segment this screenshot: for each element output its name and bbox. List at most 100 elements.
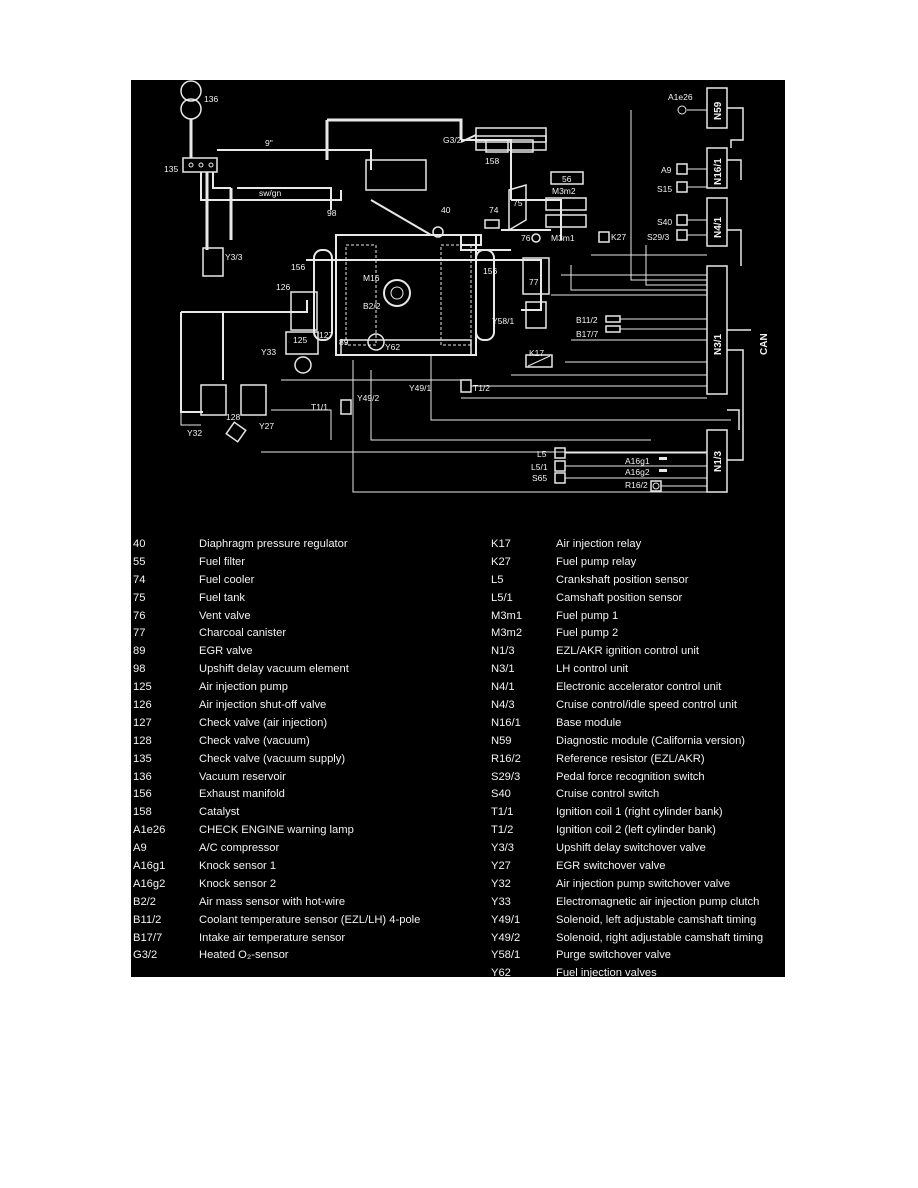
legend-code: N4/3 [491, 699, 515, 712]
label-136: 136 [204, 94, 218, 104]
label-y62: Y62 [385, 342, 400, 352]
legend-description: Upshift delay vacuum element [199, 663, 349, 676]
legend-code: 98 [133, 663, 146, 676]
legend-description: Check valve (vacuum) [199, 734, 310, 747]
vacuum-reservoir-136 [180, 80, 202, 158]
legend-code: 128 [133, 734, 152, 747]
legend-code: B2/2 [133, 895, 157, 908]
label-n41: N4/1 [713, 216, 724, 238]
legend-code: M3m2 [491, 627, 523, 640]
legend-description: Intake air temperature sensor [199, 931, 346, 944]
legend-description: Air injection pump [199, 681, 288, 694]
label-135: 135 [164, 164, 178, 174]
label-56: 56 [562, 174, 572, 184]
legend-code: 126 [133, 699, 152, 712]
legend-code: 158 [133, 806, 152, 819]
label-y33a: Y3/3 [225, 252, 243, 262]
label-76: 76 [521, 233, 531, 243]
label-n31: N3/1 [713, 333, 724, 355]
legend-description: CHECK ENGINE warning lamp [199, 824, 354, 837]
label-l51: L5/1 [531, 462, 548, 472]
legend-code: 76 [133, 609, 146, 622]
label-n59: N59 [713, 101, 724, 120]
legend-description: Fuel pump relay [556, 555, 637, 568]
legend-description: Fuel injection valves [556, 967, 657, 980]
label-can: CAN [759, 333, 770, 355]
label-g32: G3/2 [443, 135, 462, 145]
legend-description: Ignition coil 1 (right cylinder bank) [556, 806, 723, 819]
legend-description: Solenoid, left adjustable camshaft timin… [556, 913, 757, 926]
label-b177: B17/7 [576, 329, 598, 339]
legend-row: 128 Check valve (vacuum) [133, 733, 473, 751]
legend-description: Diagnostic module (California version) [556, 734, 746, 747]
label-s293: S29/3 [647, 232, 669, 242]
label-a16g2: A16g2 [625, 467, 650, 477]
label-156b: 156 [483, 266, 497, 276]
legend-description: Air mass sensor with hot-wire [199, 895, 346, 908]
legend-code: N16/1 [491, 716, 521, 729]
label-s40: S40 [657, 217, 672, 227]
check-valve-135 [182, 157, 218, 173]
vacuum-hoses [180, 118, 562, 413]
legend-code: T1/1 [491, 806, 514, 819]
legend-code: 55 [133, 555, 146, 568]
label-t12: T1/2 [473, 383, 490, 393]
label-9: 9" [265, 138, 273, 148]
legend-description: Camshaft position sensor [556, 591, 683, 604]
label-t11: T1/1 [311, 402, 328, 412]
legend-description: Solenoid, right adjustable camshaft timi… [556, 931, 764, 944]
legend-code: 40 [133, 538, 146, 550]
legend-code: A16g2 [133, 877, 166, 890]
legend-code: B11/2 [133, 913, 162, 926]
legend-description: EGR switchover valve [556, 860, 666, 873]
label-m3m1: M3m1 [551, 233, 575, 243]
legend-code: S29/3 [491, 770, 521, 783]
legend-code: 135 [133, 752, 152, 765]
label-125: 125 [293, 335, 307, 345]
legend-description: Air injection shut-off valve [199, 699, 327, 712]
legend-code: 74 [133, 573, 146, 586]
legend-code: Y33 [491, 895, 511, 908]
legend-description: Vacuum reservoir [199, 770, 286, 783]
legend-code: A16g1 [133, 860, 166, 873]
legend-description: Reference resistor (EZL/AKR) [556, 752, 705, 765]
legend-description: Cruise control switch [556, 788, 660, 801]
diagram-labels: 136 135 9" sw/gn 98 G3/2 158 A1e26 N59 5… [164, 92, 770, 490]
legend-description: Upshift delay switchover valve [556, 842, 706, 855]
legend-code: Y3/3 [491, 842, 515, 855]
legend-code: R16/2 [491, 752, 521, 765]
label-a9: A9 [661, 165, 672, 175]
label-m3m2: M3m2 [552, 186, 576, 196]
legend-code: B17/7 [133, 931, 163, 944]
label-y491: Y49/1 [409, 383, 431, 393]
label-126: 126 [276, 282, 290, 292]
label-b22: B2/2 [363, 301, 381, 311]
